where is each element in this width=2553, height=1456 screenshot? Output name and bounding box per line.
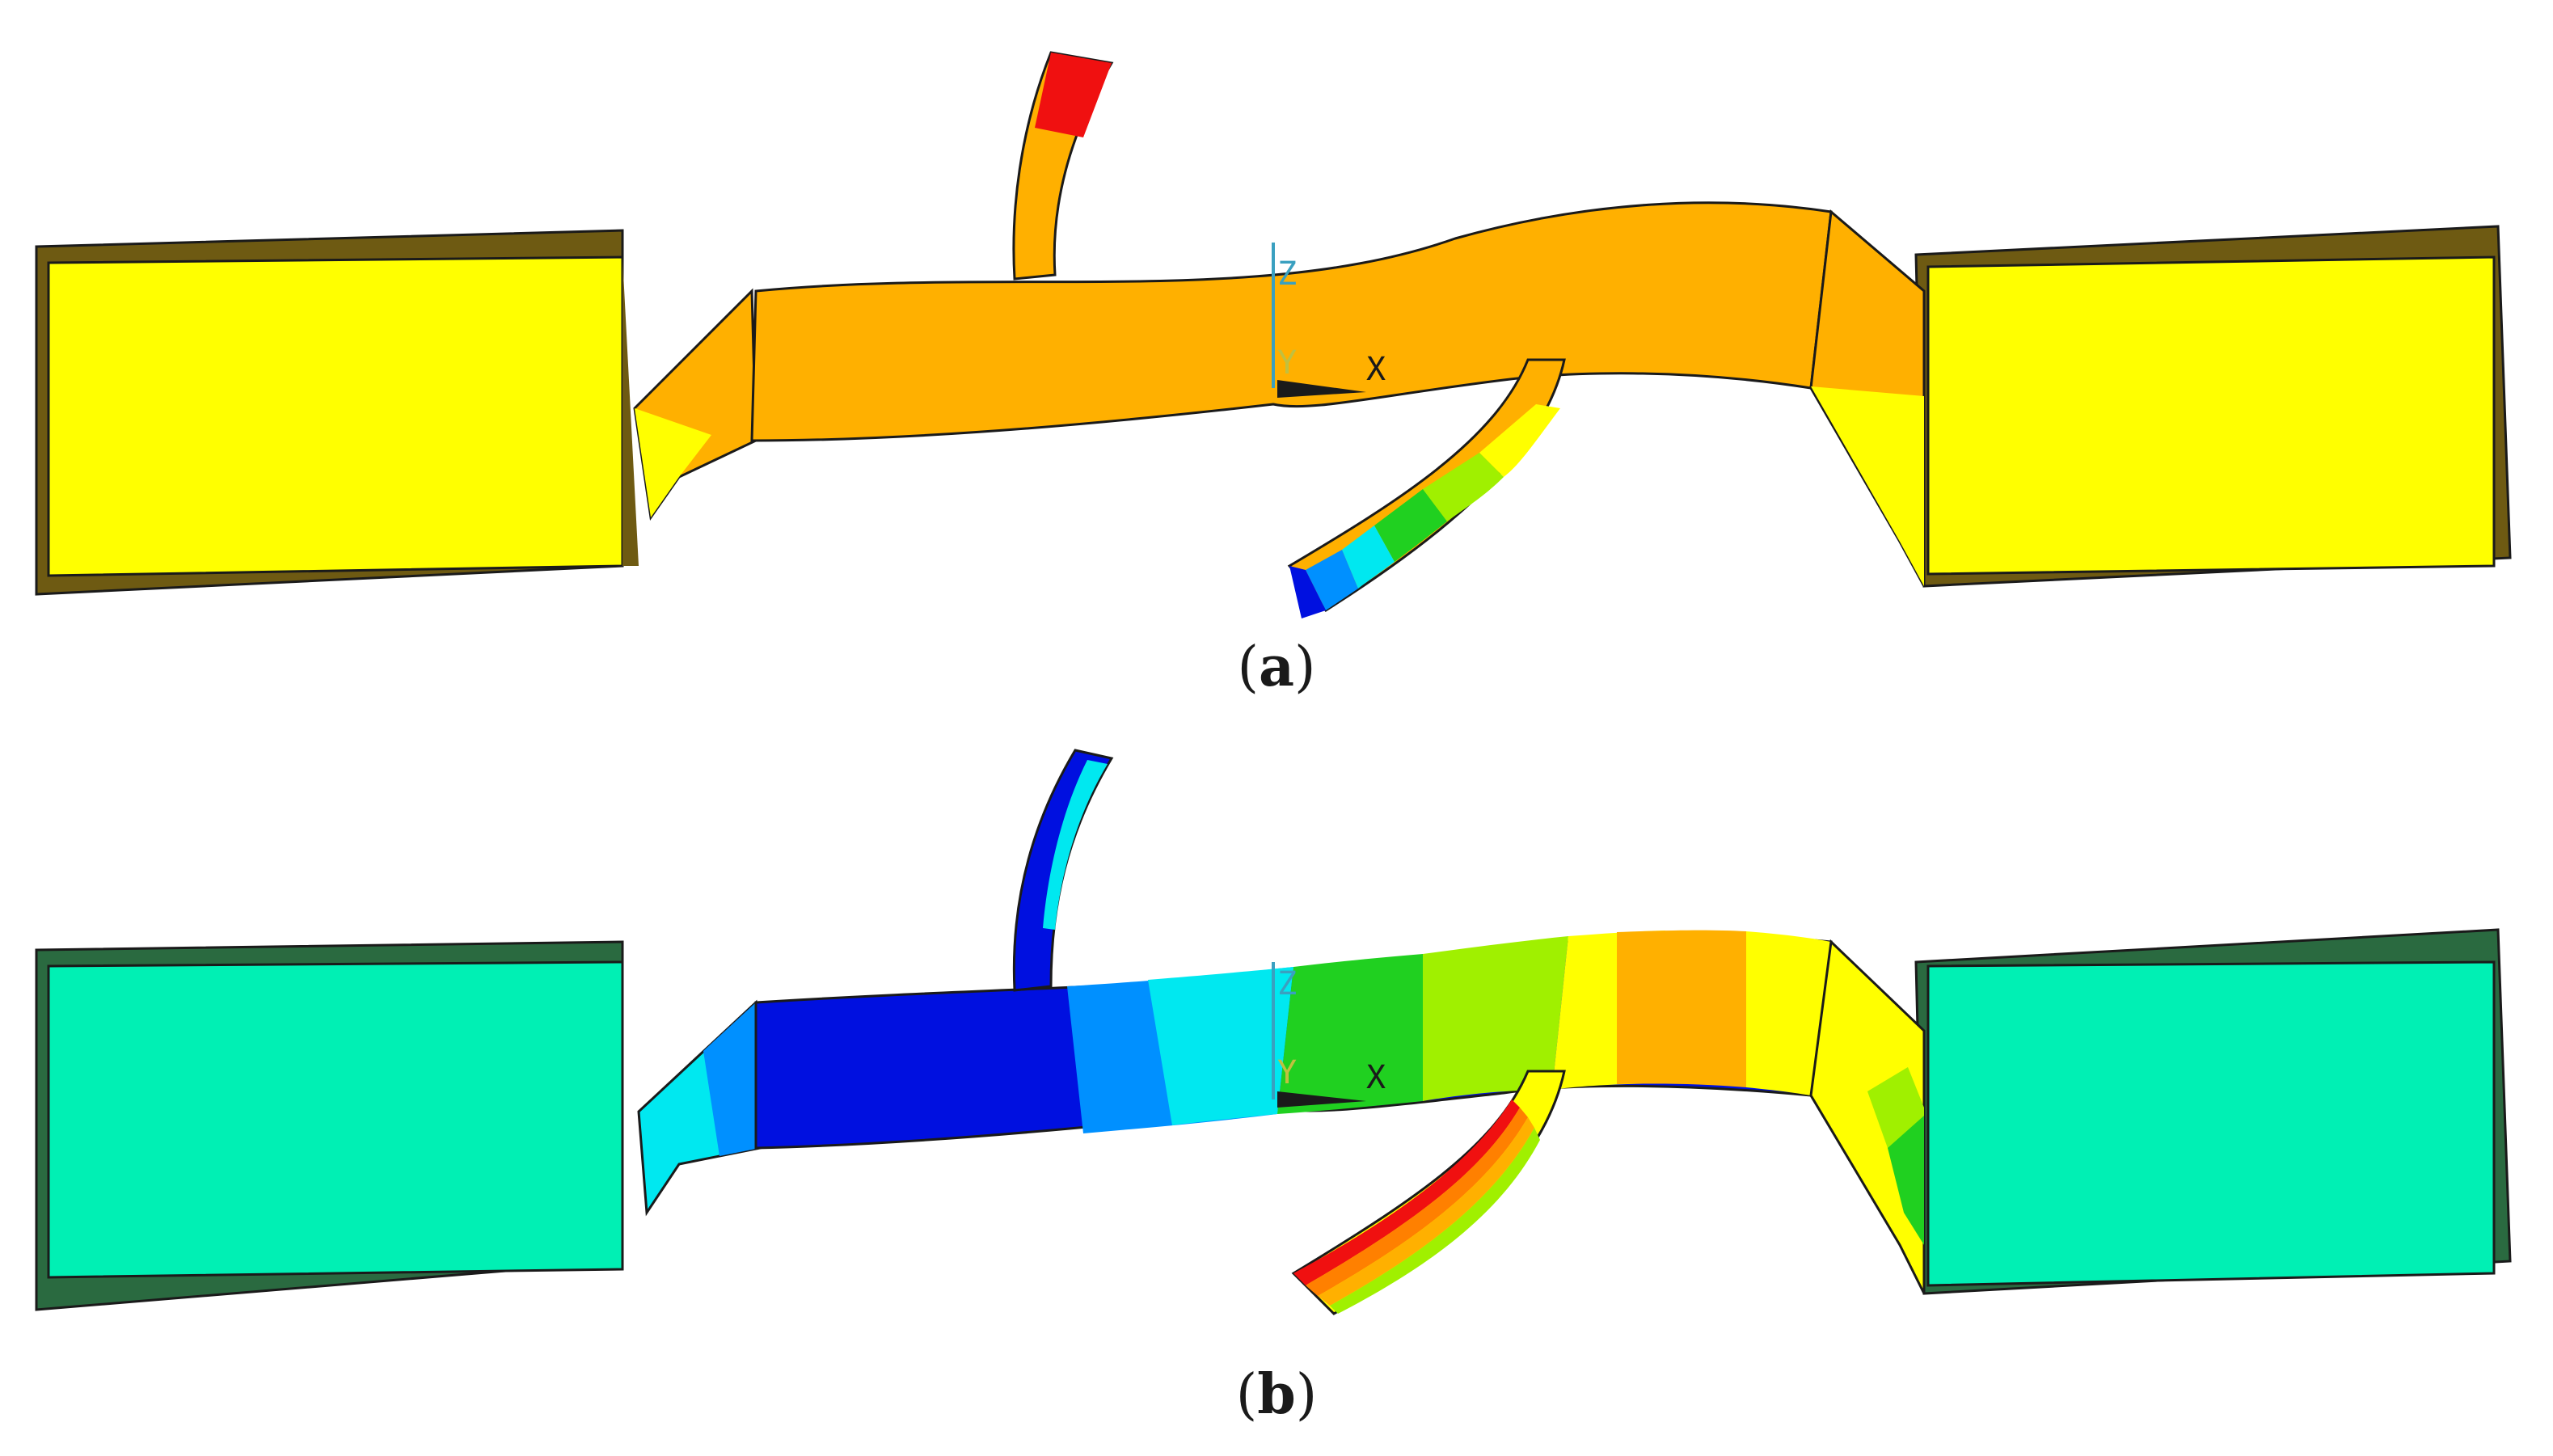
panel-a: Z Y X (a) — [35, 51, 2512, 699]
triad-y-label-a: Y — [1277, 344, 1297, 382]
main-body-a — [750, 201, 1833, 442]
triad-x-label-b: X — [1366, 1059, 1386, 1096]
caption-b: (b) — [1235, 1362, 1318, 1427]
right-block-a — [1914, 225, 2512, 588]
right-connector-b — [1809, 939, 1926, 1294]
fea-model-a: Z Y X — [35, 51, 2512, 618]
upper-branch-a — [1012, 51, 1114, 281]
lower-branch-a — [1287, 358, 1566, 618]
fea-model-b: Z Y X — [35, 749, 2512, 1315]
coordinate-triad-b: Z Y X — [1272, 962, 1386, 1108]
left-connector-b — [637, 999, 762, 1217]
main-body-b — [754, 930, 1833, 1150]
lower-branch-b — [1291, 1070, 1566, 1315]
right-connector-a — [1809, 209, 1926, 587]
triad-z-label-b: Z — [1277, 965, 1297, 1002]
left-connector-a — [633, 288, 757, 521]
panel-b: Z Y X (b) — [0, 728, 2553, 1456]
upper-branch-b — [1012, 749, 1114, 992]
left-block-a — [35, 229, 639, 596]
caption-a: (a) — [1237, 635, 1316, 699]
left-block-b — [35, 940, 624, 1311]
coordinate-triad-a: Z Y X — [1272, 243, 1386, 398]
triad-y-label-b: Y — [1277, 1054, 1297, 1091]
triad-z-label-a: Z — [1277, 255, 1297, 293]
triad-x-label-a: X — [1366, 351, 1386, 388]
right-block-b — [1914, 928, 2512, 1295]
